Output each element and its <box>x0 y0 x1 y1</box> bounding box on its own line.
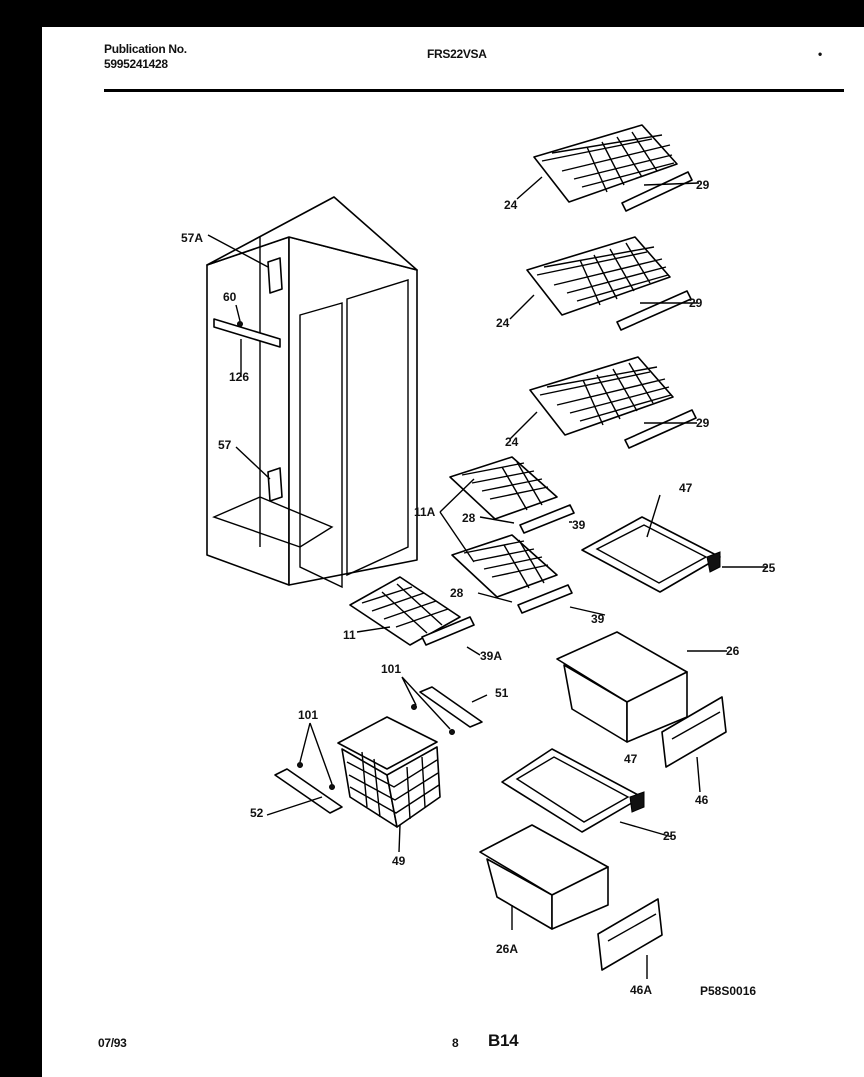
callout-46: 46 <box>695 793 709 807</box>
freezer-shelf-middle <box>451 534 573 614</box>
callout-101-right: 101 <box>381 662 401 676</box>
leader-lines <box>207 176 768 979</box>
footer-page-number: 8 <box>452 1036 459 1050</box>
callout-29-middle: 29 <box>689 296 703 310</box>
callout-52: 52 <box>250 806 264 820</box>
rail-52 <box>274 768 343 814</box>
callout-101-left: 101 <box>298 708 318 722</box>
callout-47-lower: 47 <box>624 752 638 766</box>
footer-section-code: B14 <box>488 1031 519 1050</box>
callout-57: 57 <box>218 438 232 452</box>
model-number: FRS22VSA <box>427 47 487 61</box>
shelf-middle <box>526 236 692 331</box>
callout-39-lower: 39 <box>591 612 605 626</box>
callout-28-upper: 28 <box>462 511 476 525</box>
callout-47-upper: 47 <box>679 481 693 495</box>
callout-11: 11 <box>343 628 356 642</box>
freezer-shelf-lower <box>349 576 475 646</box>
crisper-pan-lower <box>479 824 609 930</box>
wire-basket <box>337 716 441 828</box>
pan-front-lower <box>597 898 663 971</box>
callout-25-lower: 25 <box>663 829 677 843</box>
shelf-lower <box>529 356 697 449</box>
callout-39a: 39A <box>480 649 502 663</box>
callout-39-upper: 39 <box>572 518 586 532</box>
callout-28-lower: 28 <box>450 586 464 600</box>
publication-number: 5995241428 <box>104 57 168 71</box>
shelf-top <box>533 124 693 212</box>
screws-101 <box>237 321 455 790</box>
callout-24-lower: 24 <box>505 435 519 449</box>
callout-126: 126 <box>229 370 249 384</box>
callout-57a: 57A <box>181 231 203 245</box>
crisper-cover-upper <box>581 516 721 593</box>
parts-diagram-sheet: Publication No. 5995241428 FRS22VSA • <box>42 27 864 1077</box>
publication-label: Publication No. <box>104 42 187 56</box>
header-rule <box>104 89 844 92</box>
callout-51: 51 <box>495 686 509 700</box>
crisper-pan-upper <box>556 631 688 743</box>
exploded-view: 57A 60 126 57 24 29 24 29 24 29 11A 28 3… <box>181 124 776 998</box>
callout-60: 60 <box>223 290 237 304</box>
callout-49: 49 <box>392 854 406 868</box>
callout-24-middle: 24 <box>496 316 510 330</box>
crisper-cover-lower <box>501 748 645 833</box>
callout-29-top: 29 <box>696 178 710 192</box>
margin-dot: • <box>818 47 822 61</box>
pan-front-upper <box>661 696 727 768</box>
cabinet <box>206 196 418 589</box>
rail-51 <box>419 686 483 728</box>
figure-code: P58S0016 <box>700 984 756 998</box>
footer-date: 07/93 <box>98 1036 127 1050</box>
callout-29-lower: 29 <box>696 416 710 430</box>
callout-26: 26 <box>726 644 740 658</box>
callout-26a: 26A <box>496 942 518 956</box>
callout-46a: 46A <box>630 983 652 997</box>
callout-24-top: 24 <box>504 198 518 212</box>
callout-11a: 11A <box>414 505 436 519</box>
callout-25-upper: 25 <box>762 561 776 575</box>
freezer-shelf-upper <box>449 456 575 534</box>
callout-labels: 57A 60 126 57 24 29 24 29 24 29 11A 28 3… <box>181 178 776 998</box>
